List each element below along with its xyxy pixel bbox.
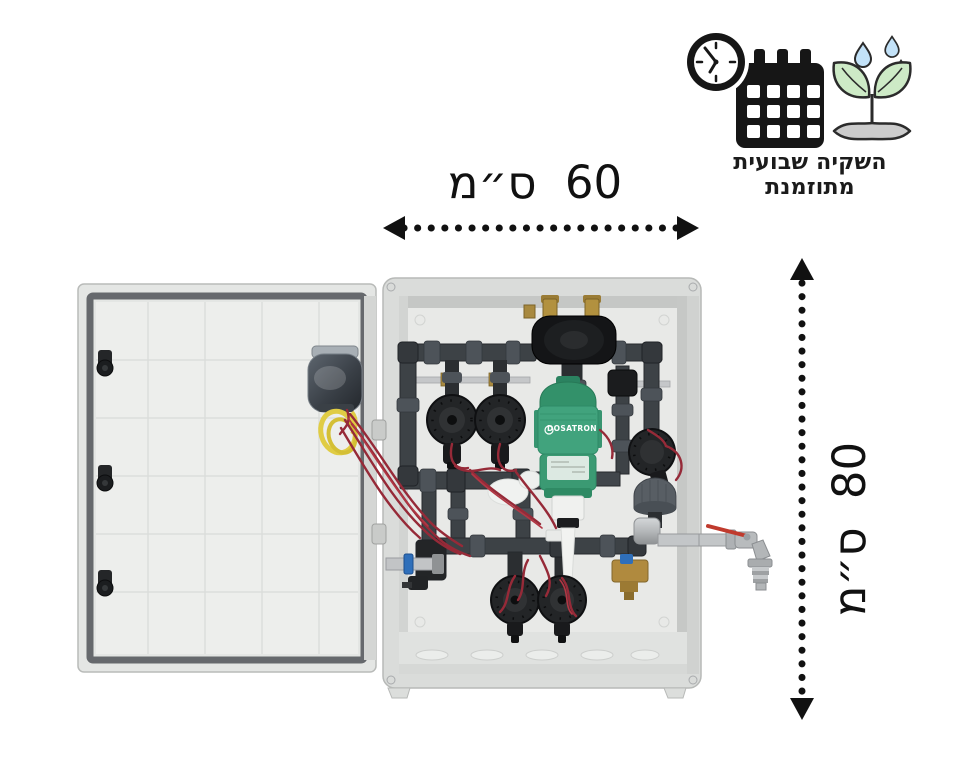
cabinet-door <box>77 283 387 673</box>
dosatron-injector <box>534 376 602 605</box>
metal-outlet-pipe <box>611 517 703 600</box>
blue-clamp <box>403 553 414 575</box>
soil-mound <box>832 121 912 141</box>
width-dimension-label: 60 ס״מ <box>447 156 623 209</box>
corner-screws <box>386 282 698 685</box>
door-controller-device <box>307 345 363 413</box>
spec-label <box>547 456 589 480</box>
bottom-left-pipe <box>385 553 444 590</box>
height-dimension-label: 80 ס״מ <box>823 441 876 617</box>
solenoid-valve-upper-right <box>474 360 526 469</box>
solenoid-valve-upper-left <box>426 360 478 469</box>
mini-valve <box>607 369 638 397</box>
door-latch <box>96 350 114 377</box>
filter-cap <box>633 477 677 528</box>
mounting-rail-left <box>407 376 531 384</box>
hose-thread-tip <box>755 582 767 591</box>
knockout-holes <box>415 649 660 661</box>
dosatron-brand-label: DOSATRON <box>547 424 597 433</box>
clock-ticks <box>695 41 737 83</box>
arrowhead-up <box>790 258 814 280</box>
product-caption: השקיה שבועית מתוזמנת <box>733 150 887 200</box>
door-latch <box>96 465 114 492</box>
dosatron-logo <box>544 425 554 435</box>
plumbing-assembly <box>385 295 703 643</box>
cabinet-box <box>382 277 703 699</box>
door-hinge <box>371 523 387 545</box>
arrowhead-left <box>383 216 405 240</box>
arrowhead-down <box>790 698 814 720</box>
arrowhead-right <box>677 216 699 240</box>
calendar-days <box>747 85 820 138</box>
height-dimension-arrow <box>790 258 814 720</box>
panel-screw-bosses <box>414 314 670 628</box>
watered-sprout-icon <box>832 35 912 141</box>
pipe-couplings <box>396 340 663 558</box>
red-wires <box>338 408 683 618</box>
calendar-clock-icon <box>683 29 824 148</box>
check-valve-brass-unit <box>523 295 617 365</box>
door-edge-strip <box>364 296 376 660</box>
door-latch <box>96 570 114 597</box>
cabinet-feet <box>387 687 687 699</box>
door-hinge <box>371 419 387 441</box>
width-dimension-arrow <box>383 216 699 240</box>
faucet-red-handle <box>706 524 749 538</box>
cabinet-right-edge <box>687 296 699 674</box>
garden-faucet <box>698 524 773 591</box>
blue-solenoid-band <box>620 554 633 564</box>
